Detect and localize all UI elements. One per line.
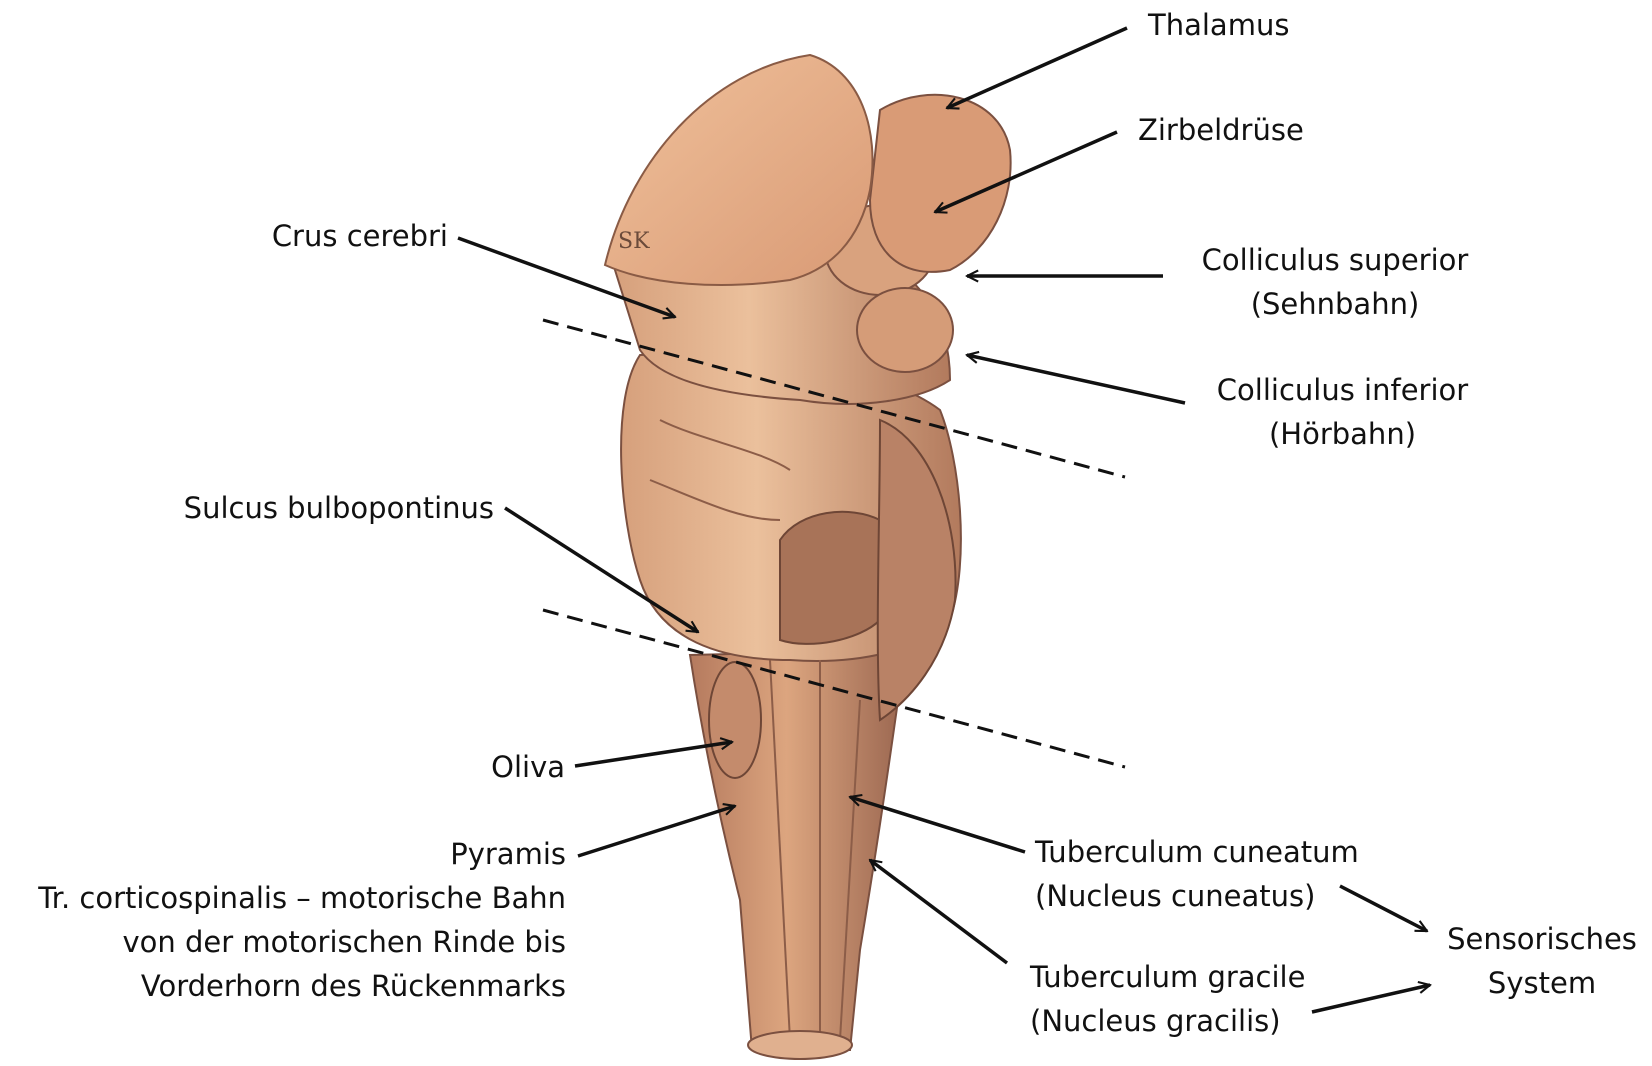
label-zirbeldruese: Zirbeldrüse (1138, 108, 1304, 152)
sensorisches-system-line2: System (1432, 961, 1652, 1005)
colliculus-inferior-line2: (Hörbahn) (1190, 412, 1495, 456)
label-sulcus-bulbopontinus: Sulcus bulbopontinus (100, 486, 494, 530)
colliculus-inferior-line1: Colliculus inferior (1190, 368, 1495, 412)
arrow-gracile-to-system (1312, 985, 1430, 1012)
label-sensorisches-system: Sensorisches System (1432, 917, 1652, 1005)
tuberculum-gracile-line1: Tuberculum gracile (1030, 955, 1305, 999)
arrow-thalamus (947, 28, 1127, 108)
arrow-tuberculum-gracile (870, 860, 1007, 963)
tractus-line2: von der motorischen Rinde bis (0, 920, 566, 964)
colliculus-superior-line1: Colliculus superior (1180, 238, 1490, 282)
arrow-pyramis (578, 806, 735, 856)
label-tuberculum-cuneatum: Tuberculum cuneatum (Nucleus cuneatus) (1035, 830, 1359, 918)
tuberculum-cuneatum-line1: Tuberculum cuneatum (1035, 830, 1359, 874)
tractus-line1: Tr. corticospinalis – motorische Bahn (0, 876, 566, 920)
tractus-line3: Vorderhorn des Rückenmarks (0, 964, 566, 1008)
label-oliva: Oliva (420, 745, 565, 789)
sensorisches-system-line1: Sensorisches (1432, 917, 1652, 961)
label-tractus-corticospinalis: Tr. corticospinalis – motorische Bahn vo… (0, 876, 566, 1008)
sk-mark: SK (618, 229, 650, 254)
arrow-colliculus-inferior (967, 355, 1185, 403)
label-thalamus: Thalamus (1148, 3, 1289, 47)
label-pyramis: Pyramis (400, 832, 566, 876)
label-tuberculum-gracile: Tuberculum gracile (Nucleus gracilis) (1030, 955, 1305, 1043)
tuberculum-cuneatum-line2: (Nucleus cuneatus) (1035, 874, 1359, 918)
label-colliculus-superior: Colliculus superior (Sehnbahn) (1180, 238, 1490, 326)
colliculus-superior-line2: (Sehnbahn) (1180, 282, 1490, 326)
label-colliculus-inferior: Colliculus inferior (Hörbahn) (1190, 368, 1495, 456)
label-crus-cerebri: Crus cerebri (200, 214, 448, 258)
tuberculum-gracile-line2: (Nucleus gracilis) (1030, 999, 1305, 1043)
